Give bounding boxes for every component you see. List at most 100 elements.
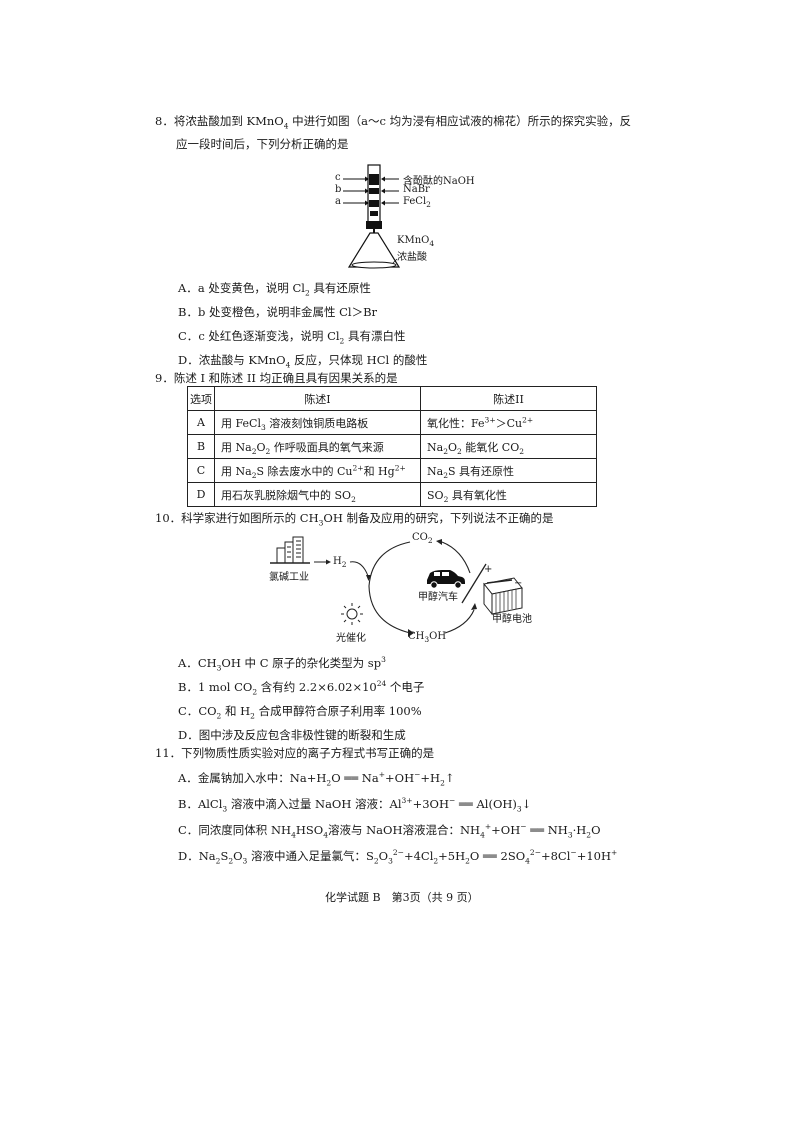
table-row: B 用 Na2O2 作呼吸面具的氧气来源 Na2O2 能氧化 CO2 — [187, 434, 597, 459]
subscript: 2 — [440, 778, 445, 788]
table-row: D 用石灰乳脱除烟气中的 SO2 SO2 具有氧化性 — [187, 482, 597, 507]
cell-text: O — [256, 440, 266, 454]
label-a: a — [335, 196, 341, 207]
subscript: 2 — [351, 494, 356, 504]
superscript: − — [449, 796, 456, 806]
option-text: a 处变黄色，说明 Cl — [197, 281, 305, 295]
option-text: ·H — [572, 823, 587, 837]
option-text: 和 H — [221, 704, 251, 718]
subscript: 2 — [443, 446, 448, 456]
label-naoh-phenolphthalein: 含酚酞的NaOH — [403, 176, 475, 187]
superscript: 2− — [392, 848, 404, 858]
option-text: 个电子 — [386, 680, 425, 694]
option-text: 浓盐酸与 KMnO — [198, 353, 286, 367]
cell-text: S 具有还原性 — [447, 464, 515, 478]
option-text: OH 中 C 原子的杂化类型为 sp — [221, 656, 382, 670]
subscript: 2 — [228, 856, 234, 866]
option-text: O — [378, 849, 389, 863]
superscript: + — [611, 848, 618, 858]
option-text: O ══ Na — [331, 771, 379, 785]
q8-option-b[interactable]: B．b 处变橙色，说明非金属性 Cl＞Br — [178, 304, 377, 320]
cell-text: 能氧化 CO — [461, 440, 520, 454]
label-fecl2: FeCl2 — [403, 196, 431, 209]
option-text: CO — [198, 704, 217, 718]
superscript: 2− — [529, 848, 541, 858]
q11-option-c[interactable]: C．同浓度同体积 NH4HSO4溶液与 NaOH溶液混合：NH4++OH− ══… — [178, 822, 601, 840]
q11-stem: 11．下列物质性质实验对应的离子方程式书写正确的是 — [155, 745, 434, 761]
q9-text: 陈述 I 和陈述 II 均正确且具有因果关系的是 — [173, 371, 398, 385]
option-letter: C． — [178, 823, 199, 837]
option-letter: C． — [178, 704, 199, 718]
subscript: 4 — [283, 121, 289, 131]
car-icon — [427, 570, 465, 589]
cell-text: 氧化性：Fe — [427, 416, 485, 430]
option-text: b 处变橙色，说明非金属性 Cl＞Br — [197, 305, 378, 319]
q10-option-c[interactable]: C．CO2 和 H2 合成甲醇符合原子利用率 100% — [178, 703, 422, 721]
superscript: 2+ — [522, 414, 534, 424]
subscript: 4 — [525, 856, 530, 866]
cell-text: 用 FeCl — [221, 416, 261, 430]
q8-option-a[interactable]: A．a 处变黄色，说明 Cl2 具有还原性 — [178, 280, 371, 298]
q9-table: 选项 陈述I 陈述II A 用 FeCl3 溶液刻蚀铜质电路板 氧化性：Fe3+… — [187, 386, 597, 507]
subscript: 2 — [427, 536, 433, 545]
q11-option-a[interactable]: A．金属钠加入水中：Na+H2O ══ Na++OH−+H2↑ — [178, 770, 454, 788]
option-text: 1 mol CO — [197, 680, 253, 694]
table-row: A 用 FeCl3 溶液刻蚀铜质电路板 氧化性：Fe3+＞Cu2+ — [187, 410, 597, 435]
statement-1-cell: 用石灰乳脱除烟气中的 SO2 — [214, 482, 421, 507]
option-text: +4Cl — [403, 849, 434, 863]
q10-option-b[interactable]: B．1 mol CO2 含有约 2.2×6.02×1024 个电子 — [178, 679, 425, 696]
option-letter: D． — [178, 849, 199, 863]
subscript: 2 — [426, 200, 431, 209]
q8-stem-line2: 应一段时间后，下列分析正确的是 — [176, 137, 349, 151]
cell-text: Na — [427, 440, 444, 454]
subscript: 4 — [285, 360, 291, 370]
q10-option-a[interactable]: A．CH3OH 中 C 原子的杂化类型为 sp3 — [178, 655, 386, 673]
option-text: 图中涉及反应包含非极性键的断裂和生成 — [198, 728, 406, 742]
cell-text: ＞Cu — [495, 416, 523, 430]
subscript: 2 — [250, 711, 255, 721]
label-methanol-car: 甲醇汽车 — [418, 592, 458, 603]
subscript: 2 — [215, 856, 221, 866]
q11-option-b[interactable]: B．AlCl3 溶液中滴入过量 NaOH 溶液：Al3++3OH− ══ Al(… — [178, 796, 531, 813]
superscript: 2+ — [394, 462, 406, 472]
label-methanol-battery: 甲醇电池 — [492, 614, 532, 625]
option-text: +3OH — [412, 797, 450, 811]
option-text: 合成甲醇符合原子利用率 100% — [254, 704, 422, 718]
cell-text: 用石灰乳脱除烟气中的 SO — [221, 488, 352, 502]
option-letter: C． — [178, 329, 199, 343]
cell-text: 具有氧化性 — [448, 488, 507, 502]
q8-option-d[interactable]: D．浓盐酸与 KMnO4 反应，只体现 HCl 的酸性 — [178, 352, 427, 370]
option-text: +H — [420, 771, 441, 785]
subscript: 3 — [216, 663, 222, 673]
cell-text: 用 Na — [221, 440, 252, 454]
label-h2: H2 — [333, 556, 347, 568]
option-text: 金属钠加入水中：Na+H — [197, 771, 327, 785]
label-conc-hcl: 浓盐酸 — [397, 252, 427, 263]
option-text: O — [591, 823, 601, 837]
battery-icon — [483, 577, 523, 616]
q8-option-c[interactable]: C．c 处红色逐渐变浅，说明 Cl2 具有漂白性 — [178, 328, 405, 345]
subscript: 3 — [318, 518, 324, 528]
subscript: 2 — [304, 288, 310, 298]
label-photocatalysis: 光催化 — [336, 633, 366, 644]
factory-icon — [270, 536, 310, 564]
option-text: 同浓度同体积 NH — [198, 823, 292, 837]
q10-option-d[interactable]: D．图中涉及反应包含非极性键的断裂和生成 — [178, 727, 406, 743]
header-statement-2: 陈述II — [420, 386, 597, 411]
option-text: ══ NH — [526, 823, 568, 837]
option-text: O ══ 2SO — [469, 849, 526, 863]
label-c: c — [335, 172, 341, 183]
q11-option-d[interactable]: D．Na2S2O3 溶液中通入足量氯气：S2O32−+4Cl2+5H2O ══ … — [178, 848, 618, 866]
subscript: 2 — [443, 470, 448, 480]
option-text: HSO — [295, 823, 324, 837]
label-ch3oh: CH3OH — [408, 631, 446, 643]
option-text: 具有还原性 — [309, 281, 371, 295]
option-letter: A． — [178, 281, 198, 295]
option-letter: D． — [178, 353, 199, 367]
subscript: 2 — [443, 494, 449, 504]
subscript: 2 — [586, 830, 592, 840]
option-text: +OH — [385, 771, 415, 785]
subscript: 4 — [429, 239, 435, 248]
row-option: B — [187, 434, 215, 459]
option-text: 溶液中通入足量氯气：S — [247, 849, 374, 863]
